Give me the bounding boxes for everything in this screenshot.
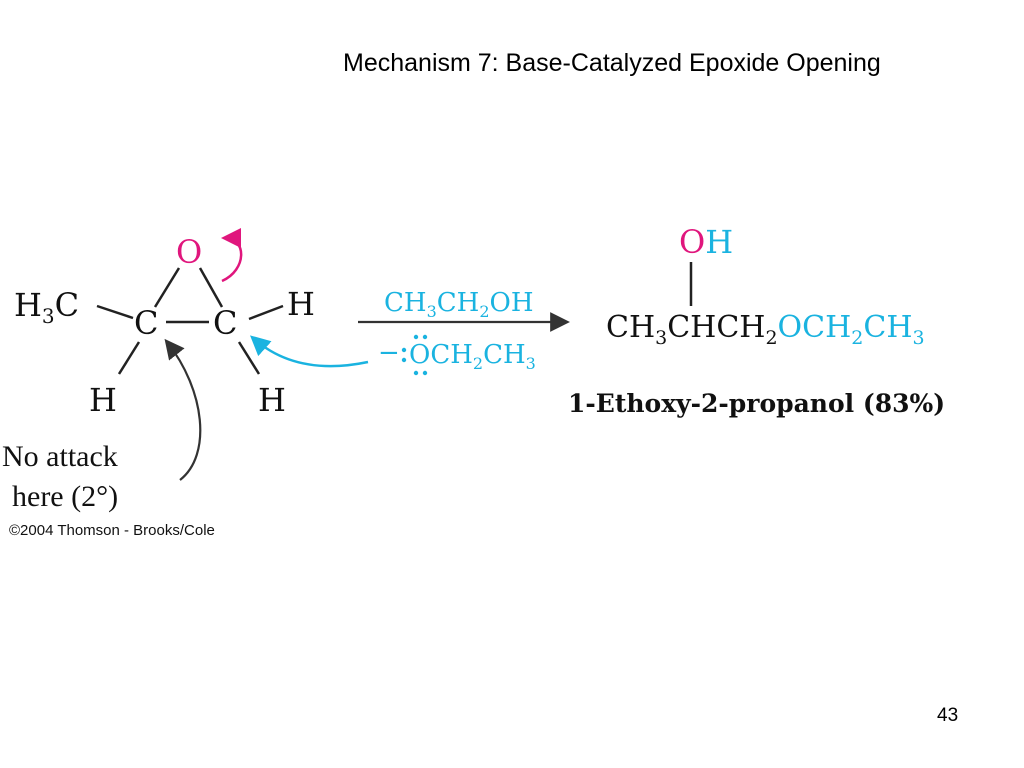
carbon-right-label: C	[213, 304, 237, 342]
copyright-notice: ©2004 Thomson - Brooks/Cole	[9, 522, 215, 539]
product-chain-label: CH3CHCH2OCH2CH3	[606, 310, 925, 349]
lone-pair-dots	[401, 334, 428, 376]
reaction-conditions: CH3CH2OH − OCH2CH3	[358, 288, 570, 376]
slide-title: Mechanism 7: Base-Catalyzed Epoxide Open…	[343, 49, 881, 77]
hydrogen-bottom-right-label: H	[258, 381, 286, 419]
bond-c2-h	[248, 304, 284, 321]
page-number: 43	[937, 705, 959, 726]
reactant-epoxide: O H3C C C H H H	[14, 233, 315, 419]
bond-c2-hb	[237, 341, 261, 375]
annotation-line-1: No attack	[2, 440, 118, 473]
ring-oxygen-label: O	[176, 233, 202, 271]
no-attack-annotation: No attack here (2°)	[2, 440, 118, 513]
hydrogen-right-label: H	[287, 285, 315, 323]
nucleophile-charge: −	[378, 338, 400, 368]
bond-ch3-c1	[96, 304, 134, 320]
solvent-label: CH3CH2OH	[384, 288, 534, 321]
nucleophile-label: OCH2CH3	[409, 340, 536, 373]
carbon-left-label: C	[134, 304, 158, 342]
hydrogen-bottom-left-label: H	[89, 381, 117, 419]
methyl-group-label: H3C	[14, 286, 79, 328]
no-attack-arrow	[164, 338, 202, 481]
electron-arrow-oxygen	[221, 228, 243, 283]
product-name: 1-Ethoxy-2-propanol (83%)	[568, 389, 945, 418]
bond-c1-h	[117, 341, 141, 375]
bond-c2-o	[198, 267, 224, 308]
electron-arrow-attack	[250, 335, 369, 368]
product-structure: OH CH3CHCH2OCH2CH3 1-Ethoxy-2-propanol (…	[568, 223, 945, 418]
annotation-line-2: here (2°)	[12, 480, 118, 513]
product-hydroxyl-label: OH	[679, 223, 733, 261]
bond-c1-o	[153, 267, 181, 308]
